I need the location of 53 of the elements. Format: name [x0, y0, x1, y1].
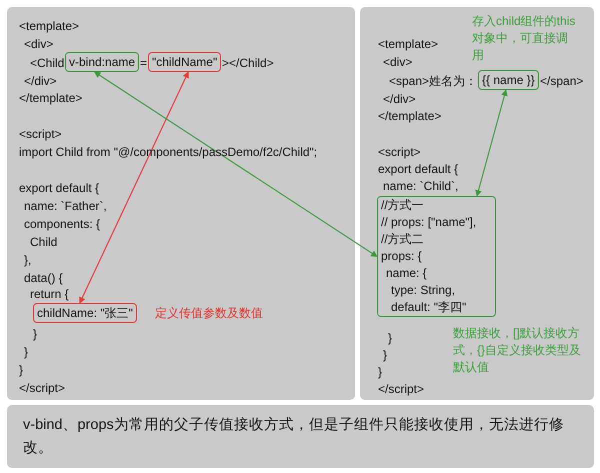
code-line: //方式二 [381, 231, 425, 248]
code-line: </div> [383, 91, 416, 108]
code-line: </span> [540, 73, 584, 90]
code-line: name: `Child`, [383, 178, 458, 195]
code-line: = [140, 55, 148, 72]
arrow [475, 89, 508, 197]
arrow [94, 72, 378, 257]
code-line: </script> [19, 380, 66, 397]
code-line: } [19, 362, 24, 379]
code-line: type: String, [390, 282, 456, 299]
code-line: name: `Father`, [24, 198, 107, 215]
code-line: } [388, 330, 392, 347]
code-line: components: { [24, 216, 100, 233]
code-line: } [378, 364, 382, 381]
highlight-box: childName: "张三" [33, 303, 137, 323]
code-line: </div> [24, 73, 57, 90]
highlight-box: v-bind:name [65, 52, 140, 72]
highlight-box: "childName" [148, 52, 222, 72]
code-line: //方式一 [381, 197, 425, 214]
arrow [79, 71, 189, 304]
code-line: <Child [30, 55, 64, 72]
code-line: Child [30, 234, 58, 251]
code-line: return { [30, 286, 69, 303]
code-line: }, [24, 252, 32, 269]
code-line: <template> [19, 18, 80, 35]
code-panel [7, 7, 355, 400]
annotation-text: 数据接收，[]默认接收方式，{}自定义接收类型及默认值 [453, 325, 582, 376]
code-line: <script> [19, 126, 62, 143]
code-line: <div> [24, 36, 54, 53]
code-line: } [24, 344, 28, 361]
code-line: default: "李四" [390, 299, 468, 316]
code-line: export default { [378, 161, 458, 178]
code-panel [360, 7, 594, 400]
code-line: </script> [378, 381, 424, 398]
highlight-box: {{ name }} [478, 70, 539, 90]
code-line: data() { [24, 270, 63, 287]
code-line: } [33, 326, 38, 343]
code-line: </template> [378, 108, 442, 125]
code-line: } [383, 347, 388, 364]
summary-text: v-bind、props为常用的父子传值接收方式，但是子组件只能接收使用，无法进行修改。 [7, 405, 594, 468]
code-line: // props: ["name"], [381, 214, 478, 231]
code-line: name: { [385, 265, 428, 282]
annotation-text: 存入child组件的this对象中，可直接调用 [472, 13, 576, 64]
code-line: </template> [19, 90, 82, 107]
code-line: props: { [381, 248, 423, 265]
code-line: <span>姓名为： [389, 73, 478, 90]
code-block-box [377, 196, 496, 317]
code-line: export default { [19, 180, 100, 197]
code-line: <div> [383, 54, 412, 71]
code-line: <template> [378, 36, 438, 53]
code-line: ></Child> [222, 55, 274, 72]
annotation-text: 定义传值参数及数值 [155, 305, 264, 322]
code-line: <script> [378, 144, 421, 161]
